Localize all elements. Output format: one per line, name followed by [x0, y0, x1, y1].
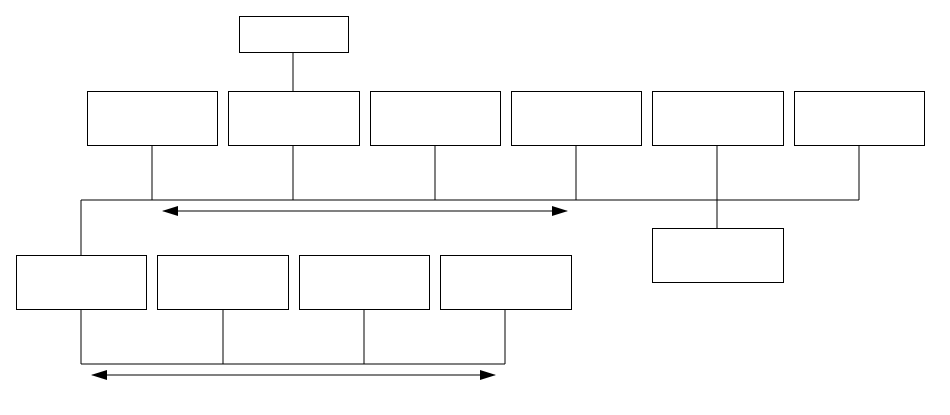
box-row2-4: [440, 255, 572, 310]
box-row1-3: [370, 91, 501, 146]
box-row1-2: [228, 91, 360, 146]
box-row1-4: [511, 91, 642, 146]
box-row1-6: [794, 91, 925, 146]
box-row2-3: [299, 255, 430, 310]
box-row1-5-child: [652, 228, 784, 283]
box-row1-5: [652, 91, 784, 146]
box-row2-1: [16, 255, 147, 310]
box-row1-1: [87, 91, 218, 146]
box-row2-2: [157, 255, 289, 310]
box-top: [239, 16, 349, 53]
